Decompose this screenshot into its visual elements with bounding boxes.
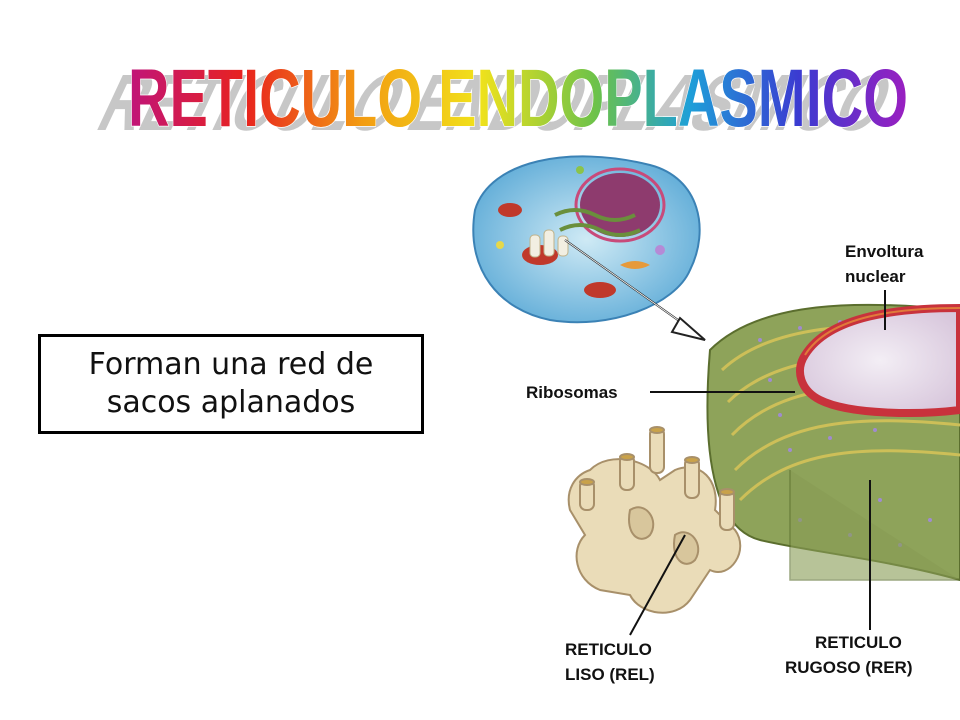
label-rer-1: RETICULO (815, 633, 902, 652)
description-line-2: sacos aplanados (106, 385, 356, 420)
label-ribosomas: Ribosomas (526, 383, 618, 402)
title-text: RETICULO ENDOPLASMICO (128, 53, 908, 144)
nucleus (796, 303, 960, 417)
description-box: Forman una red de sacos aplanados (38, 334, 424, 434)
description-line-1: Forman una red de (88, 347, 374, 382)
smooth-er (567, 426, 742, 614)
cell-illustration (472, 155, 701, 324)
label-rer-2: RUGOSO (RER) (785, 658, 913, 677)
title-shadow: RETICULO ENDOPLASMICO (85, 58, 907, 147)
label-envoltura-2: nuclear (845, 267, 906, 286)
label-envoltura-1: Envoltura (845, 242, 924, 261)
slide-title: RETICULO ENDOPLASMICO RETICULO ENDOPLASM… (85, 52, 908, 147)
label-rel-1: RETICULO (565, 640, 652, 659)
label-rel-2: LISO (REL) (565, 665, 655, 684)
zoom-arrow (564, 239, 706, 341)
leader-lines (629, 290, 886, 636)
er-diagram: Envoltura nuclear Ribosomas RETICULO LIS… (472, 155, 960, 684)
